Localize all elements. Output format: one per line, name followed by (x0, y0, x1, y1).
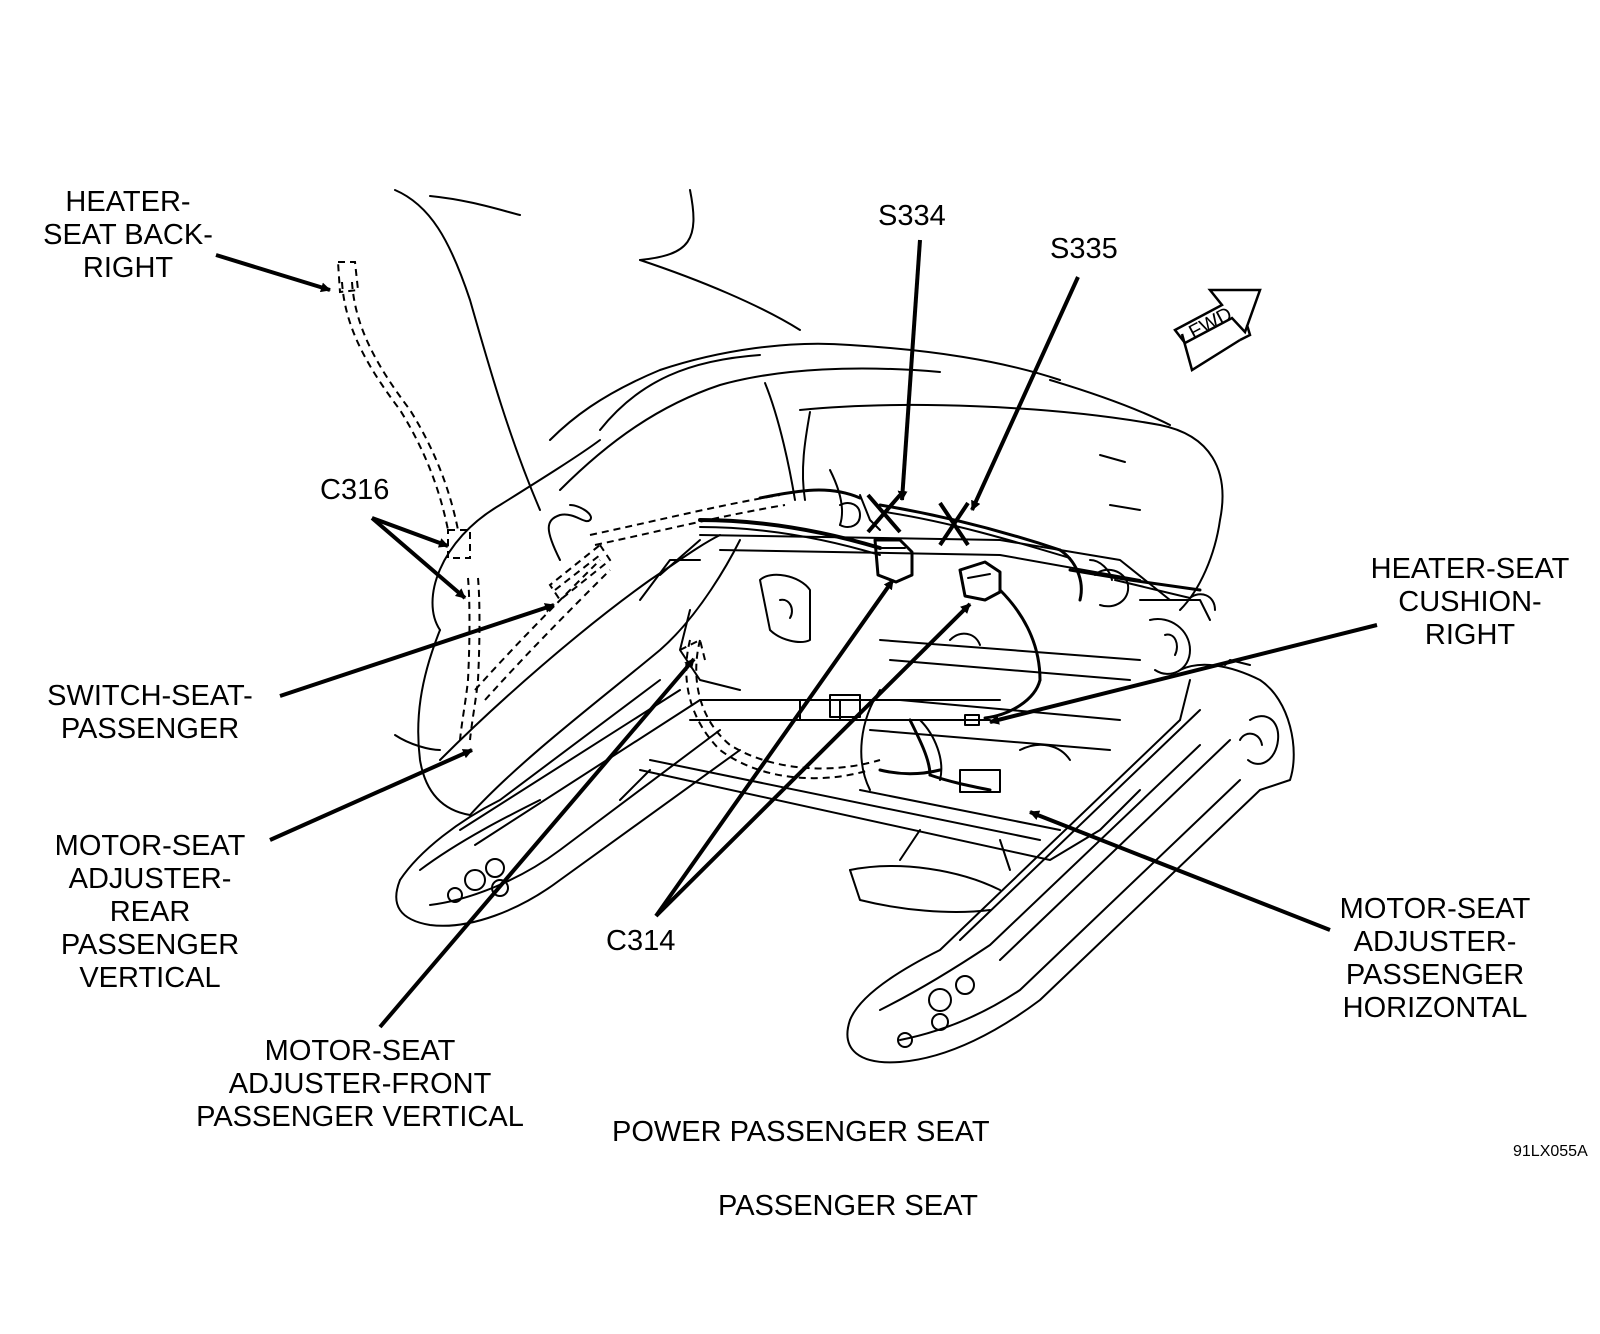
label-heater-seat-back: HEATER- SEAT BACK- RIGHT (43, 186, 213, 284)
seat-line-art (394, 189, 1295, 1064)
arrow-s335 (970, 276, 1080, 511)
label-power-passenger-seat: POWER PASSENGER SEAT (612, 1116, 990, 1148)
callout-arrows (215, 239, 1378, 1029)
caption-passenger-seat: PASSENGER SEAT (718, 1190, 978, 1222)
arrow-heater-cushion (989, 623, 1378, 725)
label-c316: C316 (320, 474, 390, 506)
arrow-switch (279, 603, 555, 698)
arrow-motor-front (378, 657, 696, 1029)
arrow-c316-b (370, 516, 467, 600)
label-s335: S335 (1050, 233, 1118, 265)
dashed-harness (336, 261, 881, 780)
splice-marks (866, 493, 970, 547)
label-motor-horizontal: MOTOR-SEAT ADJUSTER- PASSENGER HORIZONTA… (1339, 893, 1531, 1024)
arrow-c314-a (654, 578, 895, 918)
figure-code: 91LX055A (1513, 1143, 1588, 1160)
arrow-c314-b (654, 602, 972, 918)
label-heater-seat-cushion: HEATER-SEAT CUSHION- RIGHT (1370, 553, 1570, 651)
label-switch-seat-passenger: SWITCH-SEAT- PASSENGER (47, 680, 253, 745)
label-s334: S334 (878, 200, 946, 232)
label-c314: C314 (606, 925, 676, 957)
label-motor-front-vertical: MOTOR-SEAT ADJUSTER-FRONT PASSENGER VERT… (196, 1035, 524, 1133)
arrow-motor-rear (269, 748, 473, 842)
arrow-motor-horizontal (1029, 810, 1331, 932)
arrow-c316-a (371, 516, 449, 548)
fwd-arrow-icon (1173, 288, 1262, 372)
arrow-heater-back (215, 253, 331, 293)
arrow-s334 (897, 239, 922, 501)
label-motor-rear-vertical: MOTOR-SEAT ADJUSTER- REAR PASSENGER VERT… (54, 830, 246, 994)
